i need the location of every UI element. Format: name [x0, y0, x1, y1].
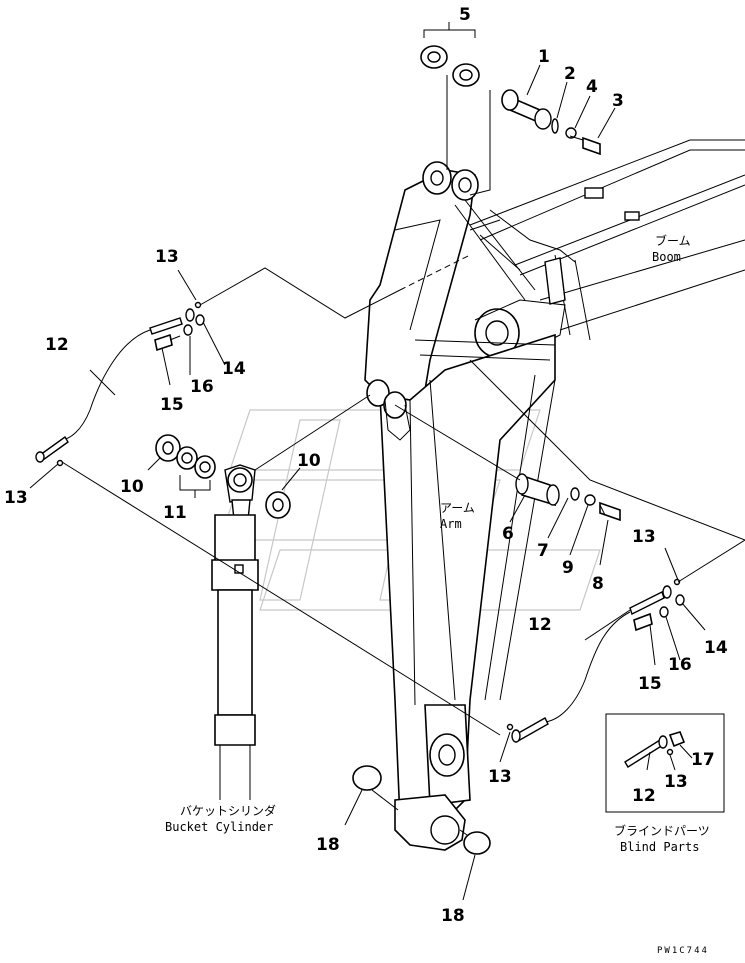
blind-parts-box: [605, 713, 725, 813]
callout-10-right: 10: [297, 451, 321, 471]
callout-13-left: 13: [4, 488, 28, 508]
arm-structure: [364, 161, 556, 851]
bucket-cylinder: [211, 464, 259, 800]
callout-12-left: 12: [45, 335, 69, 355]
callout-6: 6: [502, 524, 514, 544]
part-2-4-3-hardware: [551, 118, 601, 156]
boom-label-en: Boom: [652, 250, 681, 264]
callout-5: 5: [459, 5, 471, 25]
callout-15-left: 15: [160, 395, 184, 415]
callout-18-bottom: 18: [441, 906, 465, 926]
leader-lines: [29, 22, 745, 901]
callout-4: 4: [586, 77, 598, 97]
part-6-7-9-8-hardware: [515, 473, 621, 522]
callout-18-left: 18: [316, 835, 340, 855]
part-12-grease-tube-left: [35, 301, 205, 467]
callout-13-right: 13: [632, 527, 656, 547]
callout-15-right: 15: [638, 674, 662, 694]
callout-13-box: 13: [664, 772, 688, 792]
callout-16-right: 16: [668, 655, 692, 675]
part-5-shims: [420, 45, 480, 87]
callout-10-left: 10: [120, 477, 144, 497]
bucket-cylinder-label-en: Bucket Cylinder: [165, 820, 273, 834]
callout-2: 2: [564, 64, 576, 84]
callout-7: 7: [537, 541, 549, 561]
callout-11: 11: [163, 503, 187, 523]
drawing-code: PW1C744: [657, 946, 709, 956]
callout-1: 1: [538, 47, 550, 67]
arm-label-en: Arm: [440, 517, 462, 531]
callout-12-box: 12: [632, 786, 656, 806]
callout-8: 8: [592, 574, 604, 594]
callout-16-left: 16: [190, 377, 214, 397]
callout-17: 17: [691, 750, 715, 770]
blind-parts-label-jp: ブラインドパーツ: [614, 823, 710, 838]
part-12-grease-tube-right: [506, 578, 685, 743]
callout-13-bottom: 13: [488, 767, 512, 787]
callout-14-right: 14: [704, 638, 728, 658]
callout-9: 9: [562, 558, 574, 578]
callout-12-right: 12: [528, 615, 552, 635]
boom-structure: [469, 139, 745, 358]
part-18-o-rings: [352, 765, 491, 855]
bucket-cylinder-label-jp: バケットシリンダ: [180, 803, 276, 818]
arm-label-jp: アーム: [440, 501, 475, 515]
callout-14-left: 14: [222, 359, 246, 379]
callout-3: 3: [612, 91, 624, 111]
blind-parts-label-en: Blind Parts: [620, 840, 699, 854]
callout-13-top-left: 13: [155, 247, 179, 267]
part-10-11-shims: [155, 434, 291, 519]
boom-label-jp: ブーム: [655, 233, 691, 248]
part-1-pin: [501, 89, 552, 130]
